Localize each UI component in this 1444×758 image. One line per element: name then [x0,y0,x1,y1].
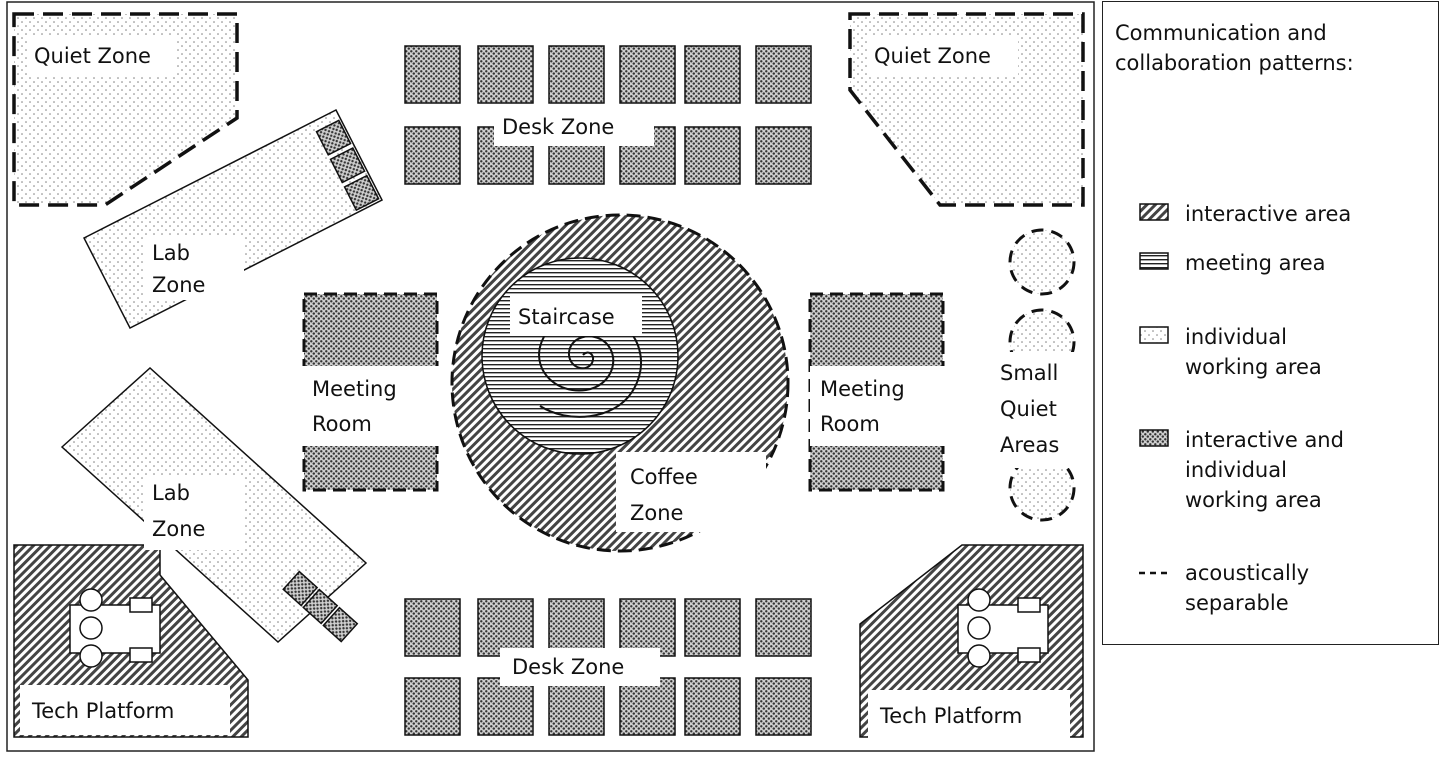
legend-label: individual working area [1185,322,1425,382]
label-staircase: Staircase [518,305,615,329]
label-backgrounds [20,37,1076,738]
desk [755,677,812,736]
floor-boundary [6,1,1095,752]
label-small-quiet-2: Quiet [1000,397,1057,421]
desk [404,677,461,736]
label-meeting-room-right-1: Meeting [820,377,905,401]
desk [755,126,812,185]
lab-zone-lower-benches [282,570,359,643]
horizontal-lines-swatch [1139,252,1169,270]
label-small-quiet-1: Small [1000,361,1058,385]
tech-platform-left-equipment [69,588,161,668]
label-meeting-room-left-1: Meeting [312,377,397,401]
legend-label-line: individual [1185,325,1287,349]
label-meeting-room-left-2: Room [312,412,372,436]
label-quiet-zone-left: Quiet Zone [34,44,151,68]
desk [684,45,741,104]
desk [477,598,534,657]
lab-zone-upper-benches [315,119,380,212]
tech-platform-right-equipment [957,588,1049,668]
legend-label: interactive area [1185,202,1352,226]
dashed-line-swatch [1139,571,1169,575]
legend-label: interactive and individual working area [1185,425,1425,515]
fine-dots-swatch [1139,326,1169,344]
desk [619,598,676,657]
label-lab-zone-upper-1: Lab [152,241,190,265]
label-small-quiet-3: Areas [1000,433,1059,457]
desk [619,677,676,736]
desk [684,677,741,736]
legend-label-line: separable [1185,591,1289,615]
legend-label-line: interactive and [1185,428,1344,452]
desk [477,45,534,104]
legend-heading-line-1: Communication and [1115,21,1327,45]
desk [755,45,812,104]
label-coffee-zone-1: Coffee [630,465,698,489]
label-tech-platform-left: Tech Platform [31,699,174,723]
desk [548,598,605,657]
floor-plan: Quiet Zone Quiet Zone Desk Zone Lab Zone… [6,1,1095,752]
desk [477,677,534,736]
label-lab-zone-lower-1: Lab [152,481,190,505]
legend: Communication and collaboration patterns… [1102,1,1439,645]
label-desk-zone-top: Desk Zone [502,115,614,139]
desk [619,45,676,104]
label-desk-zone-bottom: Desk Zone [512,655,624,679]
label-lab-zone-upper-2: Zone [152,273,205,297]
desk [684,598,741,657]
dense-dots-swatch [1139,429,1169,447]
legend-label-line: acoustically [1185,561,1310,585]
diagonal-hatch-swatch [1139,203,1169,221]
legend-label: meeting area [1185,251,1326,275]
desk [548,677,605,736]
legend-heading: Communication and collaboration patterns… [1115,18,1354,78]
label-coffee-zone-2: Zone [630,501,683,525]
legend-label-line: working area [1185,355,1322,379]
label-tech-platform-right: Tech Platform [879,704,1022,728]
desk [404,598,461,657]
staircase-spiral [538,312,642,418]
legend-label: acoustically separable [1185,558,1425,618]
desk [404,45,461,104]
legend-heading-line-2: collaboration patterns: [1115,51,1354,75]
desk [404,126,461,185]
label-lab-zone-lower-2: Zone [152,517,205,541]
desk [548,45,605,104]
desk [755,598,812,657]
legend-label-line: working area [1185,488,1322,512]
desk [684,126,741,185]
staircase [481,257,679,455]
label-quiet-zone-right: Quiet Zone [874,44,991,68]
legend-label-line: individual [1185,458,1287,482]
label-meeting-room-right-2: Room [820,412,880,436]
small-quiet-area-1 [1008,228,1076,296]
desk-zone-bottom [404,598,812,736]
